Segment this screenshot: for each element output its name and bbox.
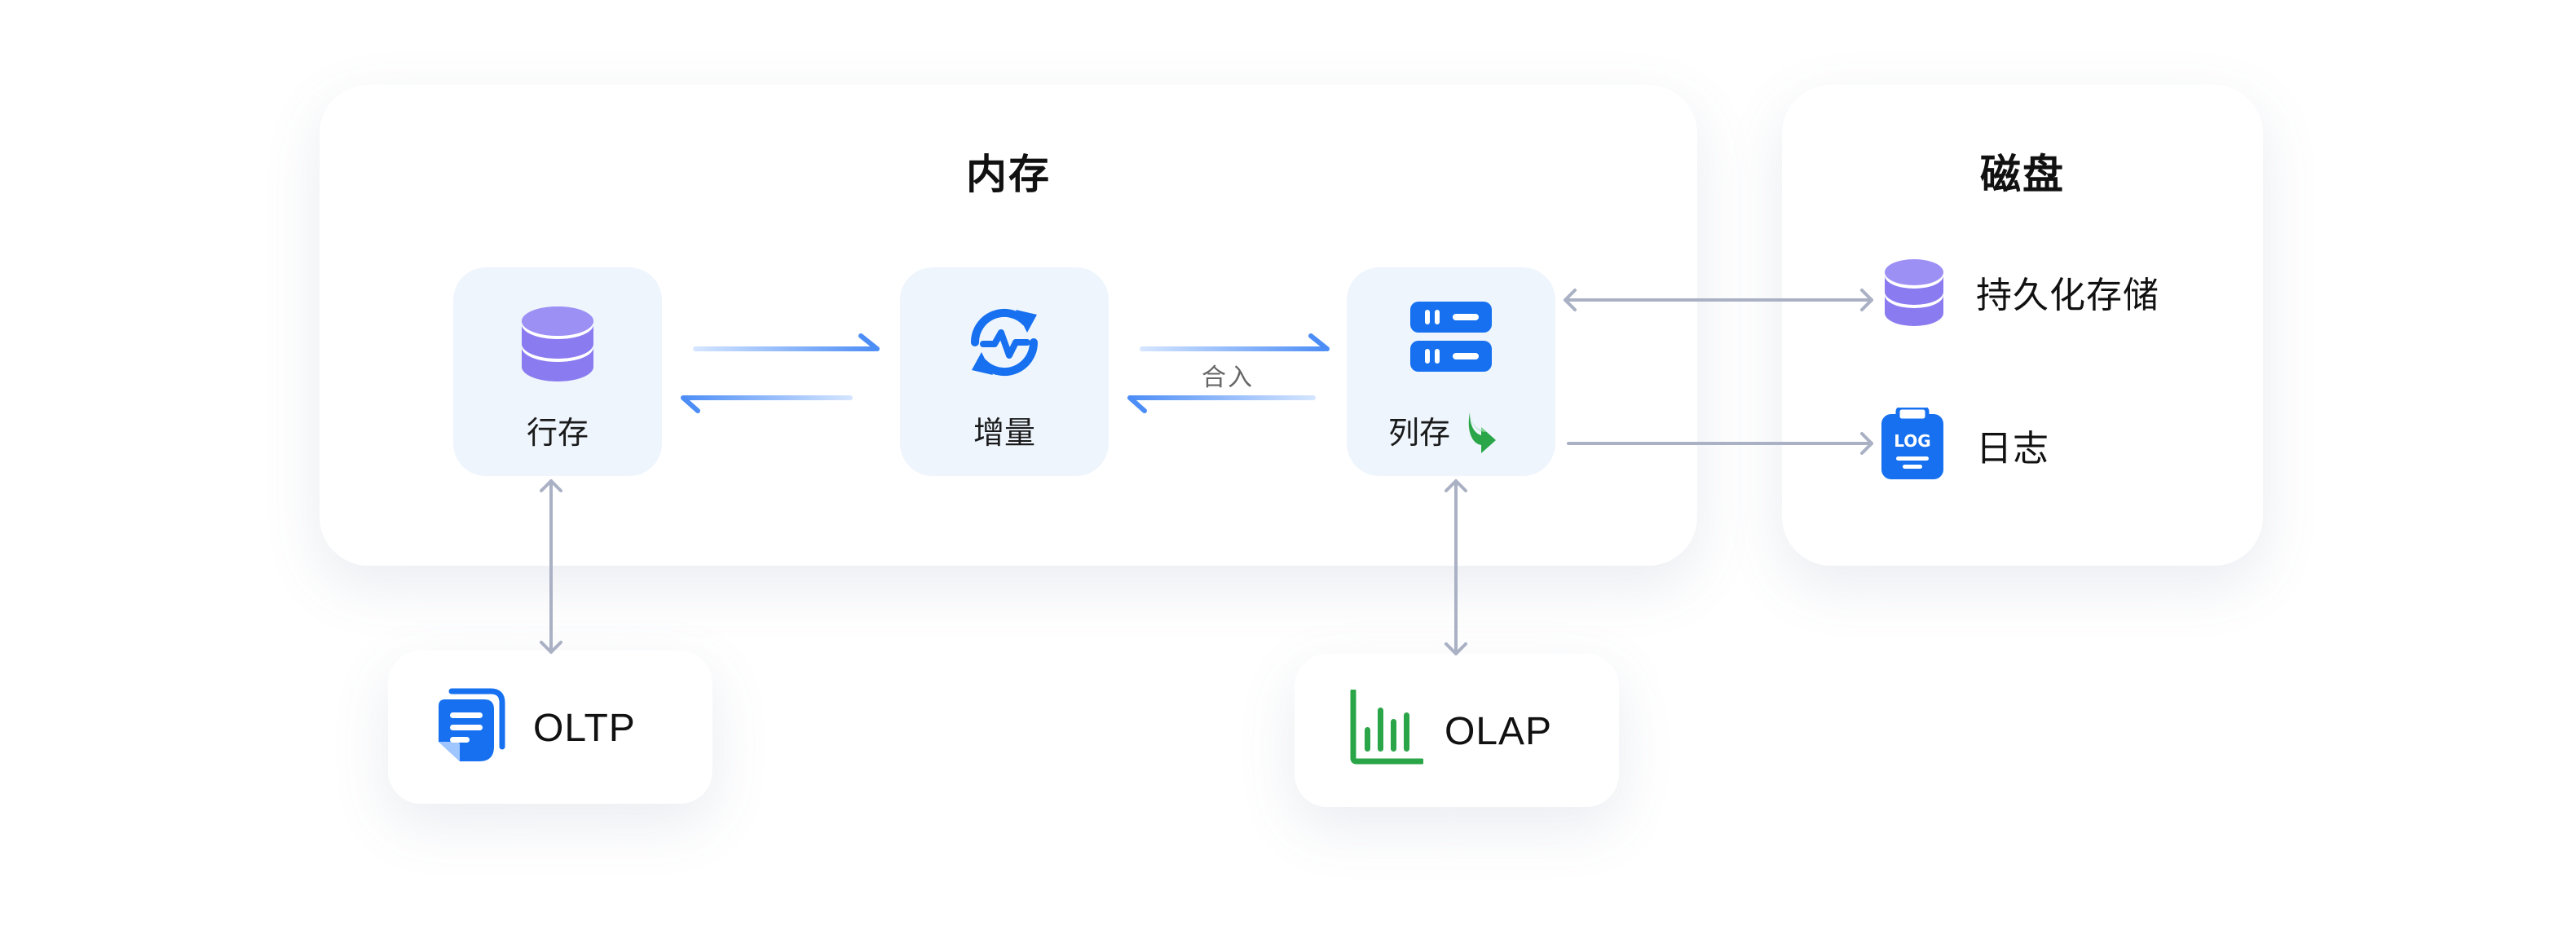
log-label: 日志: [1976, 428, 2049, 470]
disk-title: 磁盘: [1980, 151, 2065, 198]
column-store-label-row: 列存: [1330, 408, 1555, 453]
log-clipboard-icon: LOG: [1881, 408, 1943, 479]
oltp-label: OLTP: [533, 707, 636, 750]
refresh-pulse-icon: [970, 308, 1039, 377]
database-icon: [1885, 259, 1943, 326]
column-store-node: 列存: [1347, 267, 1555, 476]
olap-client: OLAP: [1295, 654, 1619, 807]
oltp-client: OLTP: [388, 650, 712, 804]
delta-label: 增量: [973, 415, 1035, 451]
memory-title: 内存: [966, 151, 1051, 198]
server-icon: [1410, 302, 1492, 372]
bar-chart-icon: [1350, 690, 1423, 765]
persistent-storage-label: 持久化存储: [1976, 275, 2159, 316]
row-store-node: 行存: [453, 267, 662, 476]
database-icon: [522, 306, 593, 381]
row-store-label: 行存: [526, 415, 589, 451]
log-icon-text: LOG: [1894, 431, 1930, 451]
olap-label: OLAP: [1445, 710, 1553, 753]
column-store-label: 列存: [1387, 415, 1450, 451]
green-down-arrow-icon: [1468, 412, 1497, 453]
delta-node: 增量: [900, 267, 1109, 476]
disk-panel: 磁盘: [1782, 85, 2263, 566]
merge-label: 合入: [1202, 364, 1254, 392]
document-icon: [439, 688, 505, 761]
